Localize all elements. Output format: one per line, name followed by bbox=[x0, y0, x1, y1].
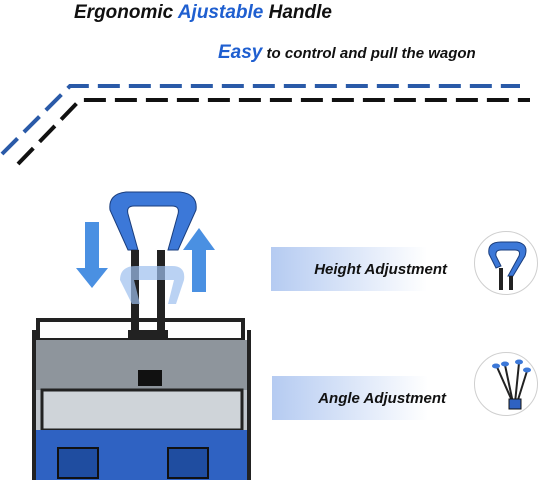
page-subtitle: Easy to control and pull the wagon bbox=[218, 42, 476, 64]
handle-closeup-icon bbox=[488, 241, 527, 290]
down-arrow-icon bbox=[76, 222, 108, 288]
subtitle-word-easy: Easy bbox=[218, 42, 263, 63]
black-dashed-line bbox=[16, 98, 530, 166]
wagon-body-icon bbox=[32, 318, 251, 480]
up-arrow-icon bbox=[183, 228, 215, 292]
height-adjustment-label: Height Adjustment bbox=[314, 260, 447, 278]
page-title: Ergonomic Ajustable Handle bbox=[74, 2, 332, 24]
blue-dashed-line bbox=[0, 84, 520, 156]
height-adjustment-banner: Height Adjustment bbox=[271, 247, 471, 291]
subtitle-rest: to control and pull the wagon bbox=[266, 45, 476, 62]
dashed-guide-lines bbox=[0, 84, 530, 166]
title-word-handle: Handle bbox=[268, 2, 332, 23]
height-adjustment-thumbnail bbox=[474, 231, 538, 295]
title-word-ergonomic: Ergonomic bbox=[74, 2, 174, 23]
angle-handles-icon bbox=[492, 359, 531, 410]
handle-icon bbox=[109, 191, 197, 410]
title-word-ajustable: Ajustable bbox=[177, 2, 264, 23]
angle-adjustment-banner: Angle Adjustment bbox=[272, 376, 472, 420]
angle-adjustment-label: Angle Adjustment bbox=[318, 389, 446, 407]
angle-adjustment-thumbnail bbox=[474, 352, 538, 416]
wagon-image bbox=[32, 191, 251, 480]
